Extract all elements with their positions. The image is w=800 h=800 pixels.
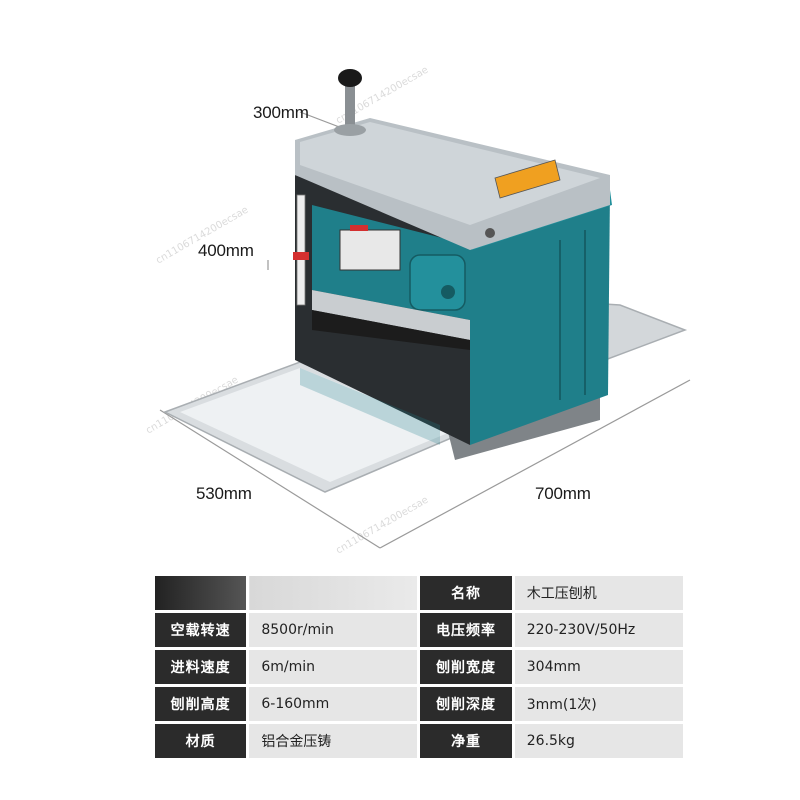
spec-key [155, 576, 250, 613]
height-crank [334, 69, 366, 136]
spec-key: 材质 [155, 722, 250, 761]
spec-value: 铝合金压铸 [247, 722, 421, 761]
dimension-length-label: 700mm [535, 484, 591, 503]
spec-key: 名称 [418, 576, 515, 613]
spec-key: 刨削宽度 [418, 648, 515, 687]
spec-value: 26.5kg [513, 722, 687, 761]
spec-key: 刨削深度 [418, 685, 515, 724]
spec-row: 材质 铝合金压铸 净重 26.5kg [155, 722, 687, 761]
dimension-lines [159, 111, 691, 549]
spec-value: 8500r/min [247, 611, 421, 650]
warning-label [494, 159, 561, 199]
planer-illustration [159, 69, 691, 549]
spec-table: 名称 木工压刨机 空载转速 8500r/min 电压频率 220-230V/50… [155, 576, 687, 761]
spec-key: 空载转速 [155, 611, 250, 650]
spec-value: 220-230V/50Hz [513, 611, 687, 650]
dimension-height-label: 400mm [198, 241, 254, 260]
spec-value [247, 576, 421, 613]
spec-value: 木工压刨机 [513, 576, 687, 613]
spec-key: 净重 [418, 722, 515, 761]
spec-key: 电压频率 [418, 611, 515, 650]
spec-value: 6m/min [247, 648, 421, 687]
spec-row: 进料速度 6m/min 刨削宽度 304mm [155, 648, 687, 687]
spec-value: 3mm(1次) [513, 685, 687, 724]
spec-key: 进料速度 [155, 648, 250, 687]
spec-value: 304mm [513, 648, 687, 687]
spec-value: 6-160mm [247, 685, 421, 724]
dimension-width-label: 530mm [196, 484, 252, 503]
spec-key: 刨削高度 [155, 685, 250, 724]
teal-housing-side [470, 190, 610, 445]
spec-row: 空载转速 8500r/min 电压频率 220-230V/50Hz [155, 611, 687, 650]
spec-row: 名称 木工压刨机 [155, 576, 687, 613]
dimension-depth-label: 300mm [253, 103, 309, 122]
spec-row: 刨削高度 6-160mm 刨削深度 3mm(1次) [155, 685, 687, 724]
